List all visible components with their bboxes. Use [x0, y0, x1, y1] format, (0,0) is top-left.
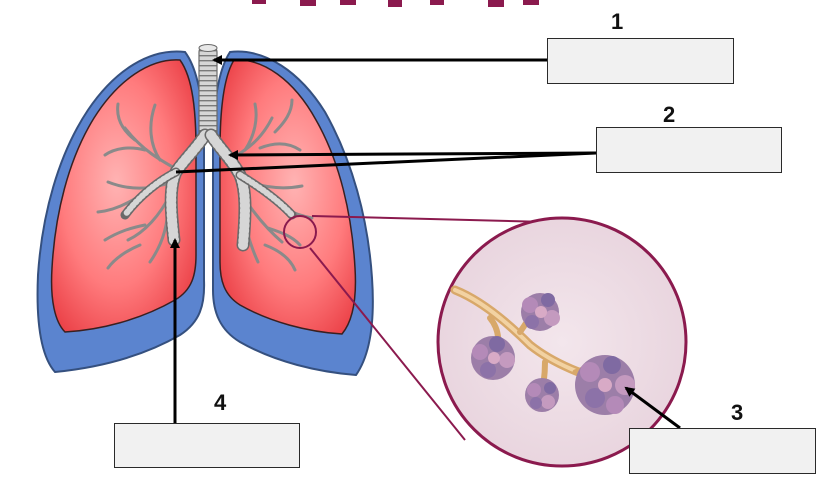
answer-box-1[interactable]	[547, 38, 734, 84]
main-bronchi	[120, 128, 297, 252]
magnified-region-circle	[283, 215, 317, 249]
answer-box-2[interactable]	[596, 127, 782, 173]
answer-box-3[interactable]	[629, 428, 816, 474]
label-number-1: 1	[611, 9, 624, 34]
magnifier-connector	[283, 215, 549, 441]
alveoli-magnifier	[436, 216, 688, 468]
label-number-2: 2	[663, 102, 676, 127]
label-number-4: 4	[214, 390, 227, 415]
pointer-line-2	[228, 149, 597, 160]
left-lung	[36, 50, 206, 374]
label-number-3: 3	[731, 400, 744, 425]
pointer-line-2b	[175, 151, 597, 174]
trachea	[198, 44, 218, 139]
pointer-lines	[170, 55, 681, 430]
pointer-line-3	[624, 386, 681, 430]
answer-box-4[interactable]	[114, 423, 300, 468]
alveolar-clusters	[471, 293, 635, 415]
title-fragment	[252, 0, 539, 7]
